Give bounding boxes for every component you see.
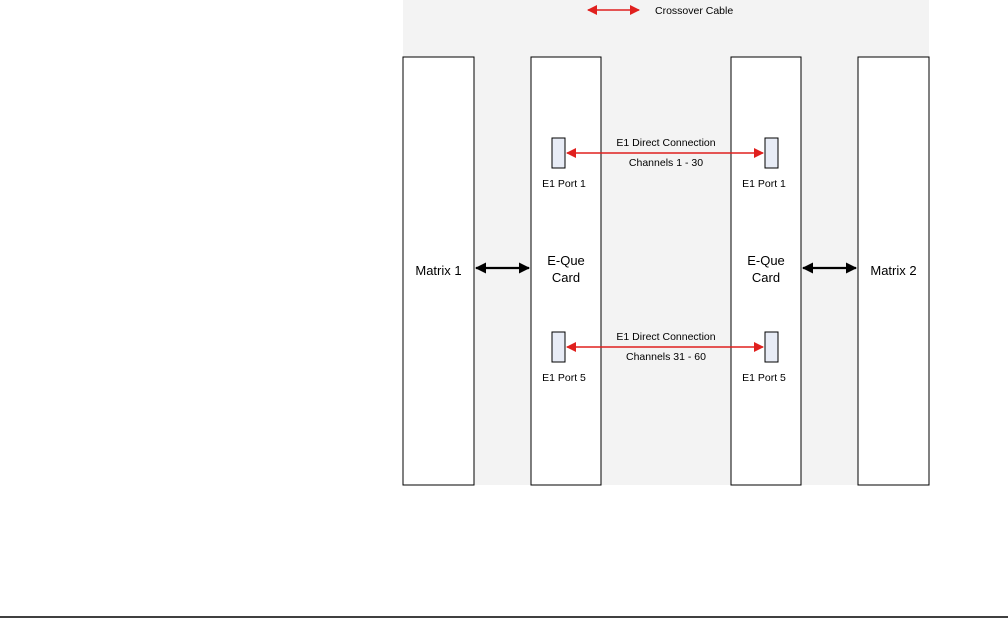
- e-que-card-2-label-line1: E-Que: [747, 253, 785, 268]
- e1-port-5-left-label: E1 Port 5: [542, 372, 586, 384]
- e-que-card-2-box: E-Que Card: [730, 56, 802, 486]
- matrix-1-label: Matrix 1: [415, 263, 461, 278]
- e1-port-1-right: [764, 137, 779, 169]
- legend-label: Crossover Cable: [655, 5, 733, 17]
- e1-port-1-right-label: E1 Port 1: [742, 178, 786, 190]
- matrix-2-label: Matrix 2: [870, 263, 916, 278]
- crossover-connection-2: E1 Direct Connection Channels 31 - 60: [566, 331, 764, 363]
- e-que-card-1-label-line2: Card: [552, 270, 580, 285]
- connection-2-label: E1 Direct Connection: [616, 331, 715, 343]
- e1-port-1-left: [551, 137, 566, 169]
- diagram-panel: [403, 0, 929, 485]
- e1-port-5-right: [764, 331, 779, 363]
- e-que-card-2-label-line2: Card: [752, 270, 780, 285]
- e-que-card-1-label-line1: E-Que: [547, 253, 585, 268]
- crossover-connection-1: E1 Direct Connection Channels 1 - 30: [566, 137, 764, 169]
- matrix-2-box: Matrix 2: [857, 56, 930, 486]
- e1-port-1-left-label: E1 Port 1: [542, 178, 586, 190]
- e-que-card-1-box: E-Que Card: [530, 56, 602, 486]
- connection-1-label: E1 Direct Connection: [616, 137, 715, 149]
- connection-2-channels: Channels 31 - 60: [626, 351, 706, 363]
- legend: Crossover Cable: [587, 5, 733, 17]
- e1-port-5-left: [551, 331, 566, 363]
- e1-port-5-right-label: E1 Port 5: [742, 372, 786, 384]
- matrix-1-box: Matrix 1: [402, 56, 475, 486]
- connection-1-channels: Channels 1 - 30: [629, 157, 703, 169]
